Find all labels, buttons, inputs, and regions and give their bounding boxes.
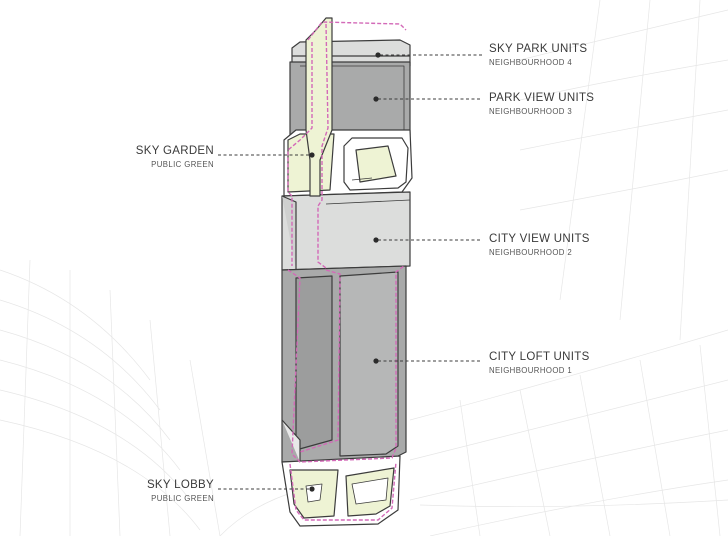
dot-sky-lobby <box>309 486 315 492</box>
circulation-route <box>287 21 407 521</box>
callout-park-view: PARK VIEW UNITS NEIGHBOURHOOD 3 <box>489 92 595 116</box>
callout-subtitle: PUBLIC GREEN <box>151 493 214 503</box>
callout-dots <box>309 52 381 492</box>
callout-title: SKY GARDEN <box>135 145 214 157</box>
dot-city-view <box>373 237 379 243</box>
callout-city-loft: CITY LOFT UNITS NEIGHBOURHOOD 1 <box>489 351 590 375</box>
callout-subtitle: NEIGHBOURHOOD 3 <box>489 106 573 116</box>
callout-title: CITY LOFT UNITS <box>489 351 590 363</box>
callout-city-view: CITY VIEW UNITS NEIGHBOURHOOD 2 <box>489 233 590 257</box>
city-view-block <box>281 191 411 271</box>
callout-subtitle: NEIGHBOURHOOD 4 <box>489 57 573 67</box>
callout-subtitle: PUBLIC GREEN <box>151 159 214 169</box>
callout-sky-lobby: SKY LOBBY PUBLIC GREEN <box>146 479 214 503</box>
callout-title: CITY VIEW UNITS <box>489 233 590 245</box>
sky-garden-level <box>283 129 413 197</box>
callout-sky-garden: SKY GARDEN PUBLIC GREEN <box>135 145 214 169</box>
callout-title: SKY LOBBY <box>146 479 214 491</box>
callout-leaders <box>218 54 482 490</box>
callout-sky-park: SKY PARK UNITS NEIGHBOURHOOD 4 <box>489 43 588 67</box>
dot-sky-garden <box>309 152 315 158</box>
callout-title: SKY PARK UNITS <box>489 43 588 55</box>
dot-park-view <box>373 96 379 102</box>
sky-lobby-level <box>281 455 401 527</box>
callout-subtitle: NEIGHBOURHOOD 1 <box>489 365 573 375</box>
dot-sky-park <box>375 52 381 58</box>
callout-subtitle: NEIGHBOURHOOD 2 <box>489 247 573 257</box>
dot-city-loft <box>373 358 379 364</box>
callout-title: PARK VIEW UNITS <box>489 92 595 104</box>
city-loft-block <box>281 265 407 463</box>
